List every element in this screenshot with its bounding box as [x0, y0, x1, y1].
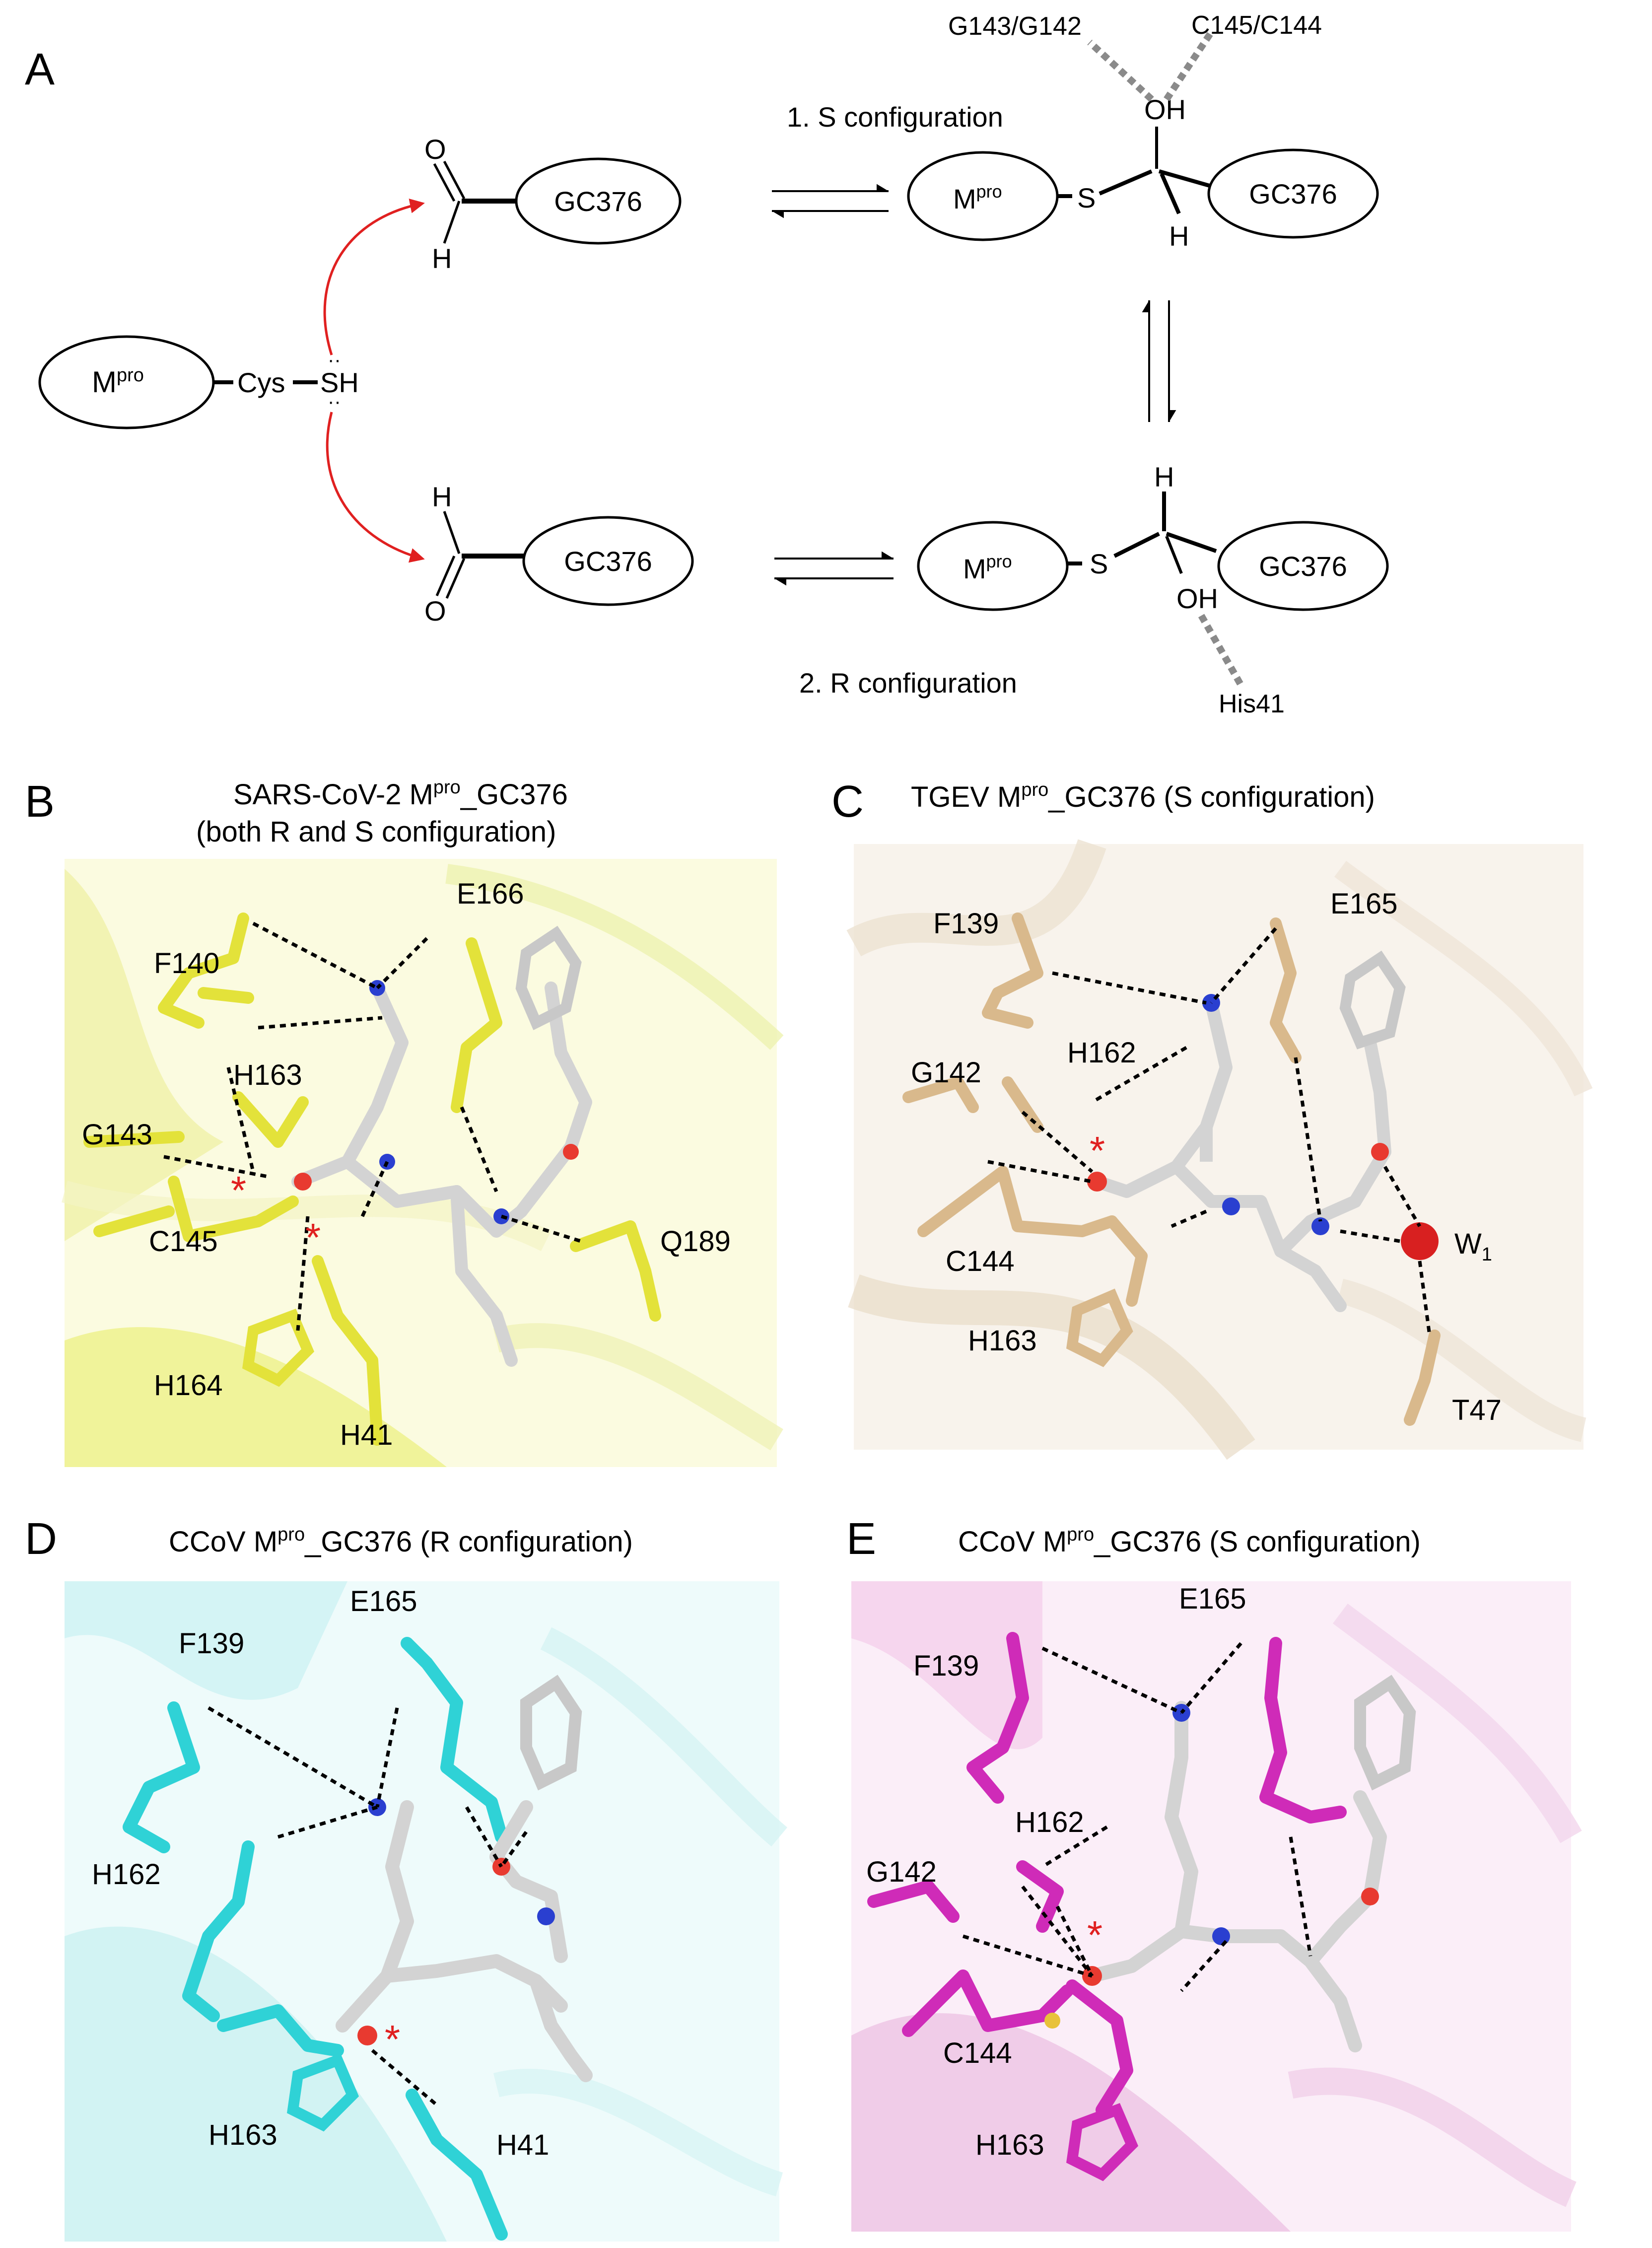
d-res-f139: F139 [179, 1627, 244, 1660]
c-gc-bond-top [1158, 169, 1212, 188]
panel-letter-a: A [25, 45, 55, 94]
gc376-bot-label: GC376 [564, 546, 652, 577]
hbond-gly [1087, 39, 1154, 102]
mpro-complex-top-label: Mpro [953, 181, 1002, 214]
aldehyde-bot-h: H [432, 481, 452, 512]
h-bot: H [1154, 461, 1174, 492]
e-res-h163: H163 [975, 2129, 1044, 2161]
c-gc-bond-bot [1166, 532, 1217, 553]
mpro-complex-bot-ellipse [917, 521, 1069, 611]
panel-d: D CCoV Mpro_GC376 (R configuration) [25, 1514, 788, 2242]
d-res-h41: H41 [496, 2129, 549, 2161]
gc376-top-label: GC376 [554, 186, 642, 217]
panel-b: B SARS-CoV-2 Mpro_GC376 (both R and S co… [25, 777, 784, 1467]
panel-d-title: CCoV Mpro_GC376 (R configuration) [169, 1524, 633, 1558]
mpro-left-label: Mpro [92, 365, 144, 399]
e-res-c144: C144 [943, 2037, 1012, 2069]
panel-b-title-1: SARS-CoV-2 Mpro_GC376 [233, 777, 568, 811]
gc376-top-ellipse [515, 157, 682, 245]
sh-label: SH [320, 367, 359, 398]
carbonyl-bond-2 [443, 160, 466, 200]
panel-e: E CCoV Mpro_GC376 (S configuration) [846, 1514, 1582, 2232]
c-res-g142: G142 [911, 1056, 981, 1089]
aldehyde-bot-h-bond [443, 511, 461, 554]
b-res-q189: Q189 [660, 1225, 731, 1258]
e-res-e165: E165 [1179, 1583, 1246, 1615]
d-res-h162: H162 [92, 1858, 161, 1891]
e-res-g142: G142 [866, 1856, 937, 1888]
c-res-c144: C144 [946, 1245, 1015, 1277]
aldehyde-top-h: H [432, 243, 452, 274]
d-res-e165: E165 [350, 1585, 417, 1617]
r-configuration-label: 2. R configuration [799, 667, 1017, 699]
mpro-complex-bot-label: Mpro [963, 551, 1012, 584]
d-asterisk: * [385, 2017, 400, 2061]
cys-residue-label: C145/C144 [1191, 11, 1322, 40]
panel-letter-d: D [25, 1514, 57, 1564]
hbond-cys [1164, 30, 1214, 101]
oh-bot: OH [1176, 583, 1218, 614]
gc376-complex-bot-ellipse [1217, 521, 1389, 611]
carbonyl-bond-1 [433, 163, 456, 202]
red-arrow-top [323, 199, 425, 355]
panel-c-title: TGEV Mpro_GC376 (S configuration) [911, 779, 1375, 813]
aldehyde-bot-o: O [424, 595, 446, 627]
panel-c: C TGEV Mpro_GC376 (S configuration) [831, 777, 1593, 1460]
panel-e-title: CCoV Mpro_GC376 (S configuration) [958, 1524, 1421, 1558]
gly-residue-label: G143/G142 [948, 12, 1082, 41]
e-res-h162: H162 [1015, 1806, 1084, 1838]
gc376-bot-ellipse [522, 516, 694, 606]
panel-letter-e: E [846, 1514, 876, 1564]
b-asterisk-1: * [231, 1168, 246, 1212]
c-res-f139: F139 [933, 908, 999, 940]
panel-c-structure: F139 E165 G142 H162 C144 H163 T47 W1 * [846, 839, 1593, 1460]
carbonyl-bot-2 [445, 558, 466, 599]
e-asterisk: * [1087, 1913, 1102, 1957]
panel-a: A Mpro Cys SH ·· ·· O H GC376 H O GC376 [25, 11, 1389, 718]
c-res-h163: H163 [968, 1325, 1037, 1357]
s-atom-bot: S [1090, 548, 1108, 579]
b-res-h41: H41 [340, 1419, 393, 1451]
panel-letter-c: C [831, 777, 864, 827]
carbonyl-bot-1 [435, 555, 456, 597]
b-res-g143: G143 [82, 1119, 152, 1151]
b-res-f140: F140 [154, 947, 219, 980]
b-res-h163: H163 [233, 1059, 302, 1091]
gc376-complex-bot-label: GC376 [1259, 551, 1347, 582]
d-res-h163: H163 [208, 2119, 277, 2151]
his41-label: His41 [1219, 690, 1285, 718]
c-res-e165: E165 [1330, 888, 1397, 920]
c-h-bond-top [1160, 173, 1181, 214]
hbond-his [1198, 614, 1244, 687]
b-res-h164: H164 [154, 1369, 223, 1402]
panel-e-structure: F139 E165 H162 G142 C144 H163 * [851, 1581, 1582, 2232]
e-res-f139: F139 [913, 1650, 979, 1682]
panel-letter-b: B [25, 777, 55, 827]
aldehyde-h-bond [443, 201, 461, 244]
b-asterisk-2: * [305, 1215, 321, 1260]
s-c-bond-top [1099, 169, 1153, 196]
gc376-complex-top-label: GC376 [1249, 178, 1337, 210]
c-res-h162: H162 [1067, 1037, 1136, 1069]
b-res-e166: E166 [457, 878, 524, 910]
lone-pair-bottom: ·· [328, 391, 341, 413]
h-top: H [1169, 220, 1189, 252]
red-arrow-bottom [326, 412, 425, 563]
panel-b-structure: F140 E166 H163 G143 C145 Q189 H164 H41 *… [62, 859, 784, 1467]
panel-b-title-2: (both R and S configuration) [196, 816, 556, 848]
panel-d-structure: F139 E165 H162 H163 H41 * [65, 1581, 788, 2242]
aldehyde-top-o: O [424, 134, 446, 165]
s-configuration-label: 1. S configuration [787, 101, 1003, 133]
c-res-t47: T47 [1452, 1394, 1502, 1426]
c-asterisk: * [1090, 1128, 1105, 1173]
s-atom-top: S [1077, 182, 1096, 213]
c-oh-bond-bot [1165, 535, 1183, 574]
c-water-label: W1 [1454, 1228, 1492, 1265]
cys-label: Cys [237, 367, 285, 398]
water-w1 [1401, 1222, 1439, 1260]
gc376-complex-top-ellipse [1207, 148, 1379, 239]
s-c-bond-bot [1113, 532, 1160, 558]
b-res-c145: C145 [149, 1225, 218, 1258]
